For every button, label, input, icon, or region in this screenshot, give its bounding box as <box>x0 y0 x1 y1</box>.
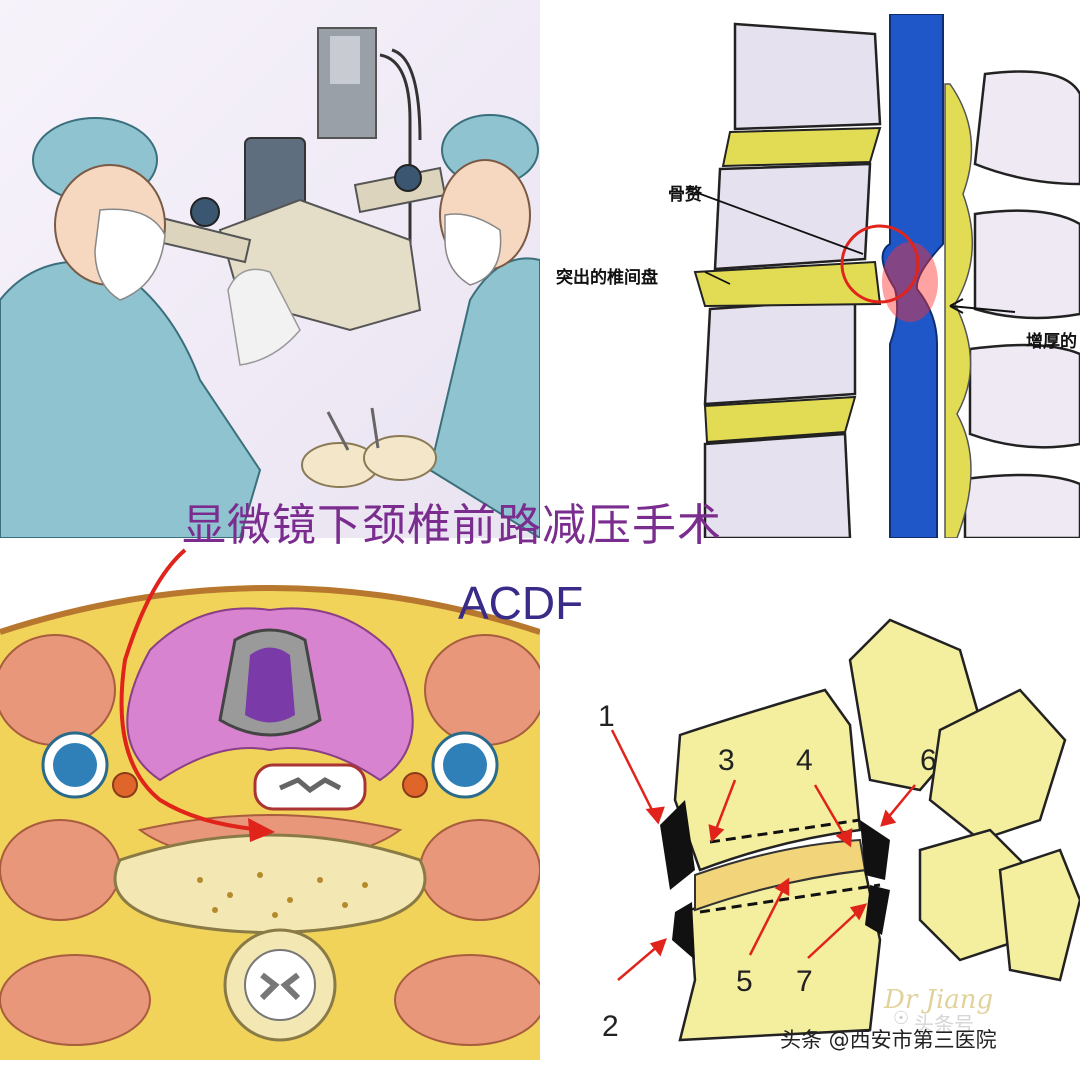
bone-spur-label: 骨赘 <box>668 185 702 205</box>
vertebrae-numbered-illustration <box>560 540 1080 1078</box>
marker-1: 1 <box>598 700 615 733</box>
marker-7: 7 <box>796 965 813 998</box>
marker-4: 4 <box>796 744 813 777</box>
thickened-ligament-label: 增厚的 <box>1026 332 1077 352</box>
marker-6: 6 <box>920 744 937 777</box>
neck-cross-section-illustration <box>0 540 540 1060</box>
source-attribution: 头条 @西安市第三医院 <box>780 1028 997 1052</box>
signature-watermark: Dr Jiang <box>884 985 994 1015</box>
surgery-illustration <box>0 0 540 538</box>
spine-sagittal-illustration <box>545 14 1080 538</box>
marker-5: 5 <box>736 965 753 998</box>
marker-3: 3 <box>718 744 735 777</box>
procedure-acronym: ACDF <box>458 577 584 629</box>
watermark-faint-text: 头条号 <box>914 1012 974 1036</box>
watermark-icon: ☉ <box>893 1008 910 1029</box>
herniated-disc-label: 突出的椎间盘 <box>556 268 658 288</box>
procedure-title: 显微镜下颈椎前路减压手术 <box>182 500 722 551</box>
marker-2: 2 <box>602 1010 619 1043</box>
